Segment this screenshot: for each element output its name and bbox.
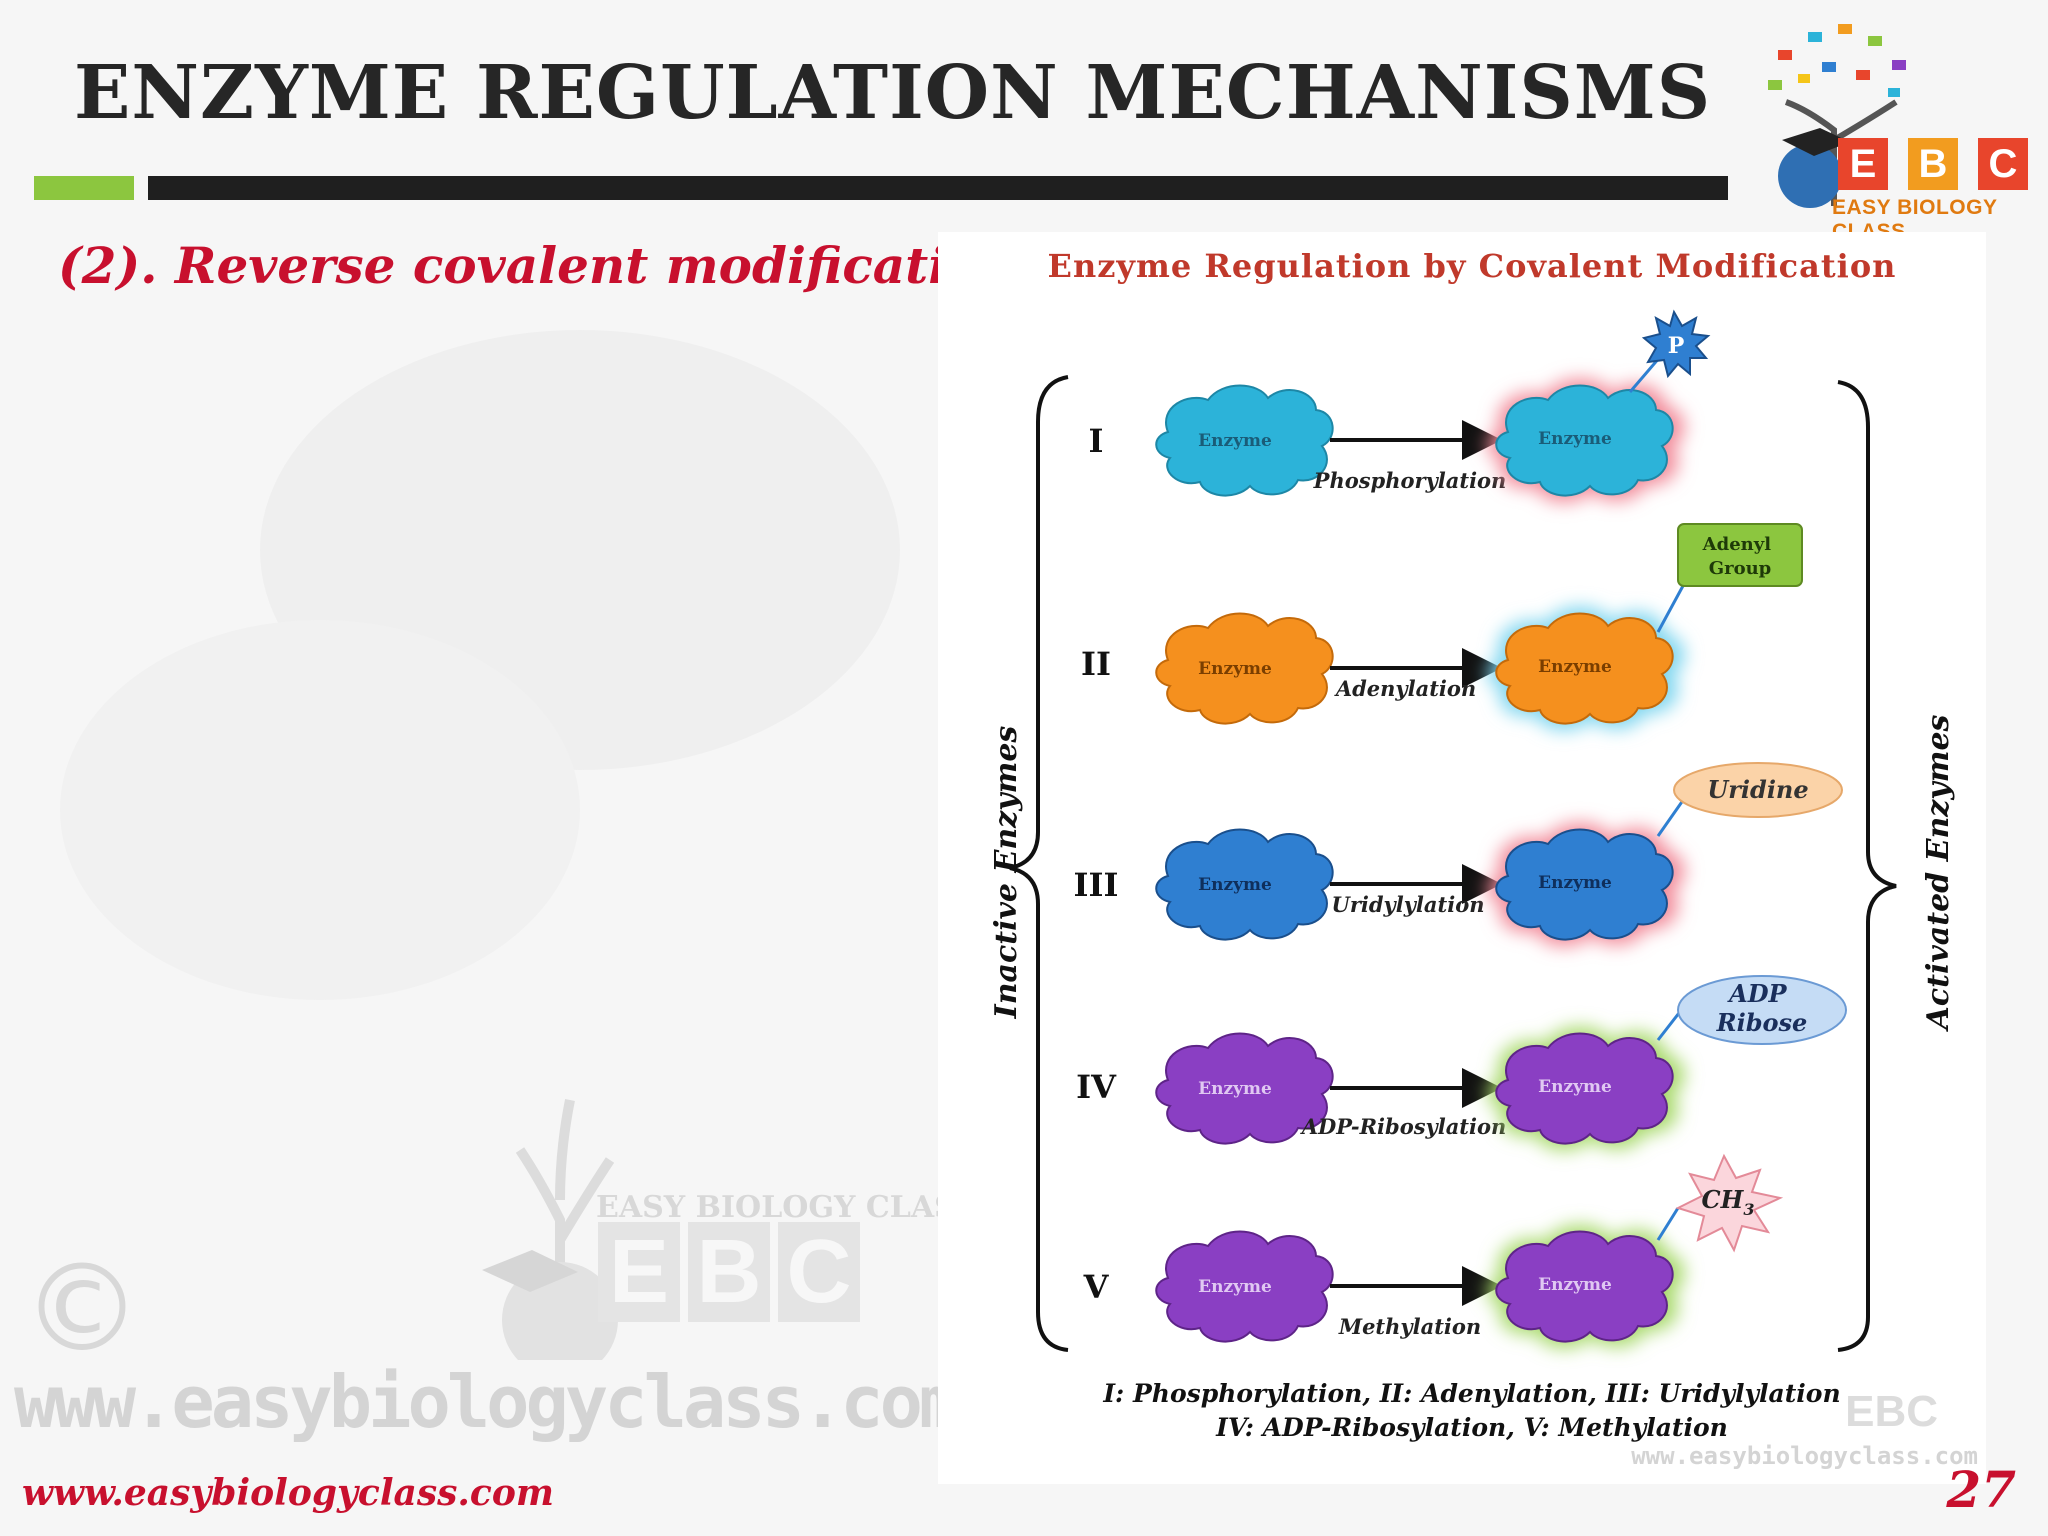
- process-label: Methylation: [1338, 1314, 1481, 1339]
- active-enzyme-label: Enzyme: [1538, 873, 1612, 893]
- adenyl-group-label: Adenyl Group: [1702, 534, 1778, 579]
- active-enzyme-label: Enzyme: [1538, 1077, 1612, 1097]
- logo-tree-icon: [1768, 24, 1906, 208]
- group-link: [1656, 1207, 1680, 1241]
- title-underline-bar: [148, 176, 1728, 200]
- activated-enzymes-label: Activated Enzymes: [1921, 714, 1956, 1032]
- row-numeral: III: [1074, 866, 1119, 904]
- adp-ribose-group-line: Ribose: [1716, 1008, 1808, 1037]
- slide-subtitle: (2). Reverse covalent modification:: [58, 236, 1036, 295]
- adp-ribose-group-line: ADP: [1727, 979, 1787, 1008]
- page-number: 27: [1946, 1460, 2016, 1519]
- inactive-enzyme: [1155, 1230, 1334, 1343]
- watermark-letter-b: B: [688, 1222, 770, 1322]
- process-label: Uridylylation: [1332, 892, 1485, 917]
- watermark-tree-icon: [482, 1099, 618, 1360]
- logo-letter-e: E: [1838, 138, 1888, 190]
- diagram-watermark-letters: EBC: [1845, 1387, 1938, 1436]
- row-uridylylation: III Enzyme Uridylylation Enzyme Uridine: [1074, 762, 1843, 947]
- diagram-watermark-url: www.easybiologyclass.com: [1631, 1442, 1978, 1470]
- adenyl-group-box: [1677, 523, 1803, 587]
- phosphate-group-icon: [1641, 309, 1711, 379]
- inactive-enzyme: [1155, 612, 1334, 725]
- adenyl-group-line: Adenyl: [1702, 534, 1772, 555]
- inactive-enzyme: [1155, 1032, 1334, 1145]
- inactive-enzyme-label: Enzyme: [1198, 1079, 1272, 1099]
- active-enzyme: [1495, 1032, 1674, 1145]
- inactive-enzyme-label: Enzyme: [1198, 659, 1272, 679]
- row-numeral: V: [1083, 1268, 1110, 1306]
- inactive-enzyme-label: Enzyme: [1198, 1277, 1272, 1297]
- watermark-letter-c: C: [778, 1222, 860, 1322]
- row-adp-ribosylation: IV Enzyme ADP-Ribosylation Enzyme ADP Ri…: [1076, 975, 1847, 1151]
- title-accent-bar: [34, 176, 134, 200]
- inactive-enzyme-label: Enzyme: [1198, 875, 1272, 895]
- logo-letter-c: C: [1978, 138, 2028, 190]
- active-enzyme-label: Enzyme: [1538, 1275, 1612, 1295]
- inactive-enzymes-label: Inactive Enzymes: [989, 726, 1024, 1020]
- watermark-letter-e: E: [598, 1222, 680, 1322]
- diagram-title: Enzyme Regulation by Covalent Modificati…: [1048, 247, 1897, 285]
- watermark-copyright: ©: [22, 1240, 142, 1379]
- right-brace: [1837, 380, 1897, 1352]
- process-label: Adenylation: [1334, 676, 1476, 701]
- adenyl-group-line: Group: [1709, 558, 1772, 579]
- uridine-group-shape: [1673, 762, 1843, 818]
- watermark-url: www.easybiologyclass.com: [14, 1360, 962, 1444]
- group-link: [1656, 795, 1688, 837]
- active-enzyme: [1495, 1230, 1674, 1343]
- background-swirl: [60, 620, 580, 1000]
- row-phosphorylation: I Enzyme Phosphorylation Enzyme P: [1089, 309, 1711, 503]
- process-label: Phosphorylation: [1313, 468, 1507, 493]
- inactive-enzyme: [1155, 384, 1334, 497]
- footer-website-link[interactable]: www.easybiologyclass.com: [22, 1472, 554, 1514]
- active-enzyme: [1495, 384, 1674, 497]
- active-enzyme-label: Enzyme: [1538, 657, 1612, 677]
- slide-title: ENZYME REGULATION MECHANISMS: [74, 50, 1712, 136]
- caption-line-2: IV: ADP-Ribosylation, V: Methylation: [1215, 1413, 1728, 1442]
- row-methylation: V Enzyme Methylation Enzyme CH3: [1083, 1153, 1784, 1349]
- group-link: [1656, 583, 1686, 633]
- row-numeral: II: [1081, 645, 1111, 683]
- covalent-modification-diagram: Enzyme Regulation by Covalent Modificati…: [938, 232, 1986, 1484]
- caption-line-1: I: Phosphorylation, II: Adenylation, III…: [1102, 1379, 1840, 1408]
- diagram-canvas: Enzyme Regulation by Covalent Modificati…: [989, 247, 1978, 1470]
- methyl-group-icon: [1675, 1153, 1784, 1253]
- row-numeral: I: [1089, 422, 1104, 460]
- inactive-enzyme: [1155, 828, 1334, 941]
- uridine-group-label: Uridine: [1707, 775, 1808, 804]
- methyl-subscript: 3: [1743, 1200, 1754, 1219]
- row-numeral: IV: [1076, 1068, 1117, 1106]
- inactive-enzyme-label: Enzyme: [1198, 431, 1272, 451]
- process-label: ADP-Ribosylation: [1300, 1114, 1507, 1139]
- logo-letter-b: B: [1908, 138, 1958, 190]
- active-enzyme: [1495, 828, 1674, 941]
- active-enzyme-label: Enzyme: [1538, 429, 1612, 449]
- active-enzyme: [1495, 612, 1674, 725]
- watermark-label: EASY BIOLOGY CLASS: [596, 1190, 977, 1225]
- phosphate-group-label: P: [1668, 333, 1685, 359]
- left-brace: [1009, 375, 1069, 1352]
- adp-ribose-group-label: ADP Ribose: [1716, 979, 1808, 1037]
- adp-ribose-group-shape: [1677, 975, 1847, 1045]
- row-adenylation: II Enzyme Adenylation Enzyme Adenyl Grou…: [1081, 523, 1803, 731]
